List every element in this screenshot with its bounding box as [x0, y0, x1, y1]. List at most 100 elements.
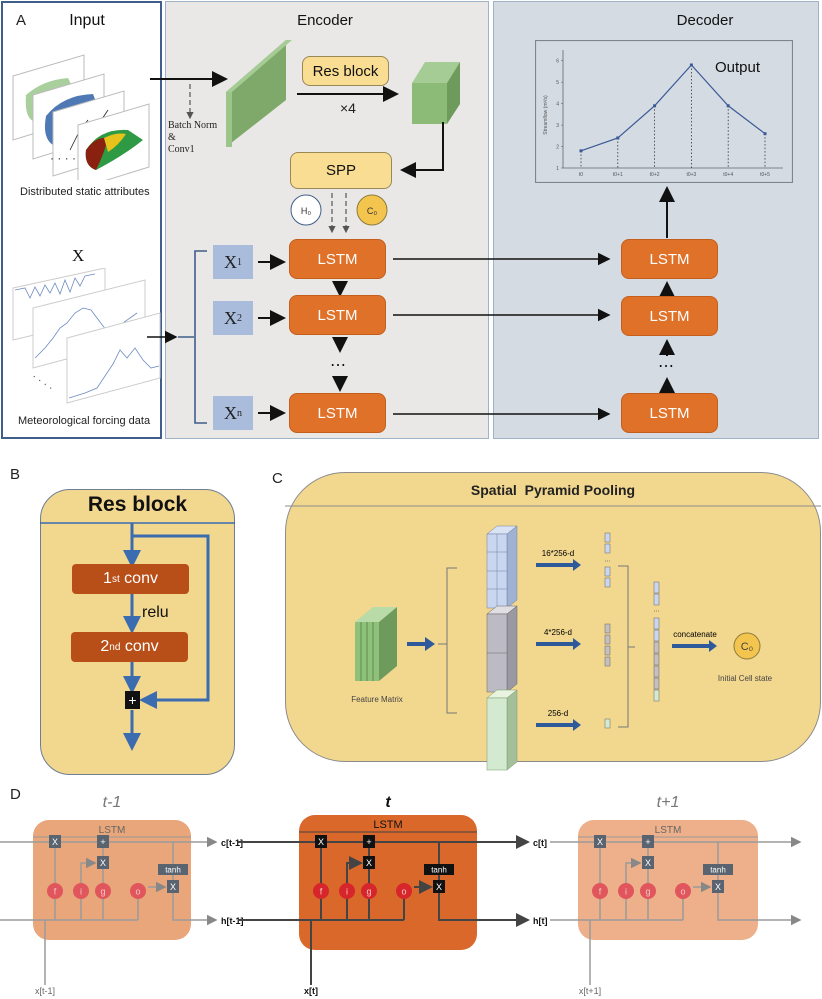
pooled-cell-16 [604, 566, 611, 577]
output-mult-node [167, 880, 179, 893]
concat-cell [653, 641, 660, 654]
gate-o [675, 883, 691, 899]
panel-label-d: D [10, 786, 21, 803]
add-symbol: + [128, 692, 136, 708]
cell-add-node [363, 835, 375, 848]
lstm-cell-title: LSTM [99, 825, 126, 836]
pooled-cell-16 [604, 577, 611, 588]
gate-g [361, 883, 377, 899]
gate-i [73, 883, 89, 899]
lstm-cell-title: LSTM [655, 825, 682, 836]
encoder-title: Encoder [297, 12, 353, 29]
chart-x-tick-label: t0+1 [613, 172, 623, 178]
x-in-label: x[t+1] [579, 986, 601, 996]
pooled-cell-4 [604, 634, 611, 645]
output-mult-node [712, 880, 724, 893]
x-in-label: x[t] [304, 986, 318, 996]
forget-mult-node [49, 835, 61, 848]
chart-x-tick-label: t0 [579, 172, 583, 178]
concat-cell [653, 629, 660, 642]
lstm-cell-title: LSTM [373, 819, 402, 831]
c-out-label: c[t-1] [221, 838, 243, 848]
gate-o [396, 883, 412, 899]
pooled-vectors: ⋯ [604, 532, 611, 729]
cell-add-node-label: + [100, 837, 105, 847]
add-node [125, 691, 140, 709]
chart-x-tick-label: t0+5 [760, 172, 770, 178]
input-gate-arrow [80, 857, 97, 890]
gate-f [592, 883, 608, 899]
concat-cell [653, 581, 660, 594]
spp-diagram: 16*256-d 4*256-d 256-d ⋯ ⋯ concatenate C… [285, 505, 821, 771]
decoder-lstm-1: LSTM [621, 239, 718, 279]
relu-label: relu [142, 604, 169, 621]
res-block-flow: + [40, 522, 235, 751]
chart-data-point [726, 104, 730, 108]
panel-label-b: B [10, 466, 21, 483]
conv-feature-slab [226, 40, 292, 147]
level-arrow-1 [536, 719, 581, 731]
chart-ylabel: Streamflow (m³/s) [543, 95, 549, 135]
encoder-ellipsis: ⋯ [330, 357, 346, 374]
concat-cell [653, 689, 660, 702]
lstm-cell-body [578, 820, 758, 940]
h0-circle [290, 194, 322, 226]
batchnorm-label: Batch Norm & Conv1 [168, 120, 217, 156]
pooled-cell-16 [604, 532, 611, 543]
concat-cell [653, 653, 660, 666]
c0-circle [356, 194, 388, 226]
input-mult-node [642, 856, 654, 869]
output-mult-node-label: X [436, 882, 442, 892]
gate-o [130, 883, 146, 899]
forget-mult-node [594, 835, 606, 848]
forget-mult-node-label: X [318, 837, 324, 847]
pyramid-level-4x4 [486, 525, 518, 609]
gate-f-label: f [54, 887, 57, 897]
concat-ellipsis: ⋯ [654, 609, 660, 615]
forget-mult-node-label: X [597, 837, 603, 847]
forget-mult-node-label: X [52, 837, 58, 847]
h-out-label: h[t] [533, 916, 548, 926]
chart-y-tick-label: 2 [556, 145, 559, 151]
chart-y-tick-label: 5 [556, 80, 559, 86]
chart-data-point [763, 132, 767, 136]
gate-g-label: g [645, 887, 650, 897]
decoder-ellipsis: ⋯ [658, 358, 674, 375]
gate-g-label: g [366, 887, 371, 897]
forcing-caption: Meteorological forcing data [18, 415, 151, 427]
input-mult-node [97, 856, 109, 869]
chart-x-tick-label: t0+2 [650, 172, 660, 178]
concat-cell [653, 617, 660, 630]
pyramid-bracket-left [438, 567, 457, 714]
c-out-label: c[t] [533, 838, 547, 848]
skip-connection-arrow [132, 534, 210, 709]
pooled-cell-1 [604, 718, 611, 729]
level-label-4: 4*256-d [544, 628, 572, 637]
concatenate-arrow [672, 640, 717, 652]
lstm-cell-body [299, 815, 477, 950]
input-mult-node-label: X [100, 858, 106, 868]
pooled-cell-4 [604, 656, 611, 667]
output-mult-node [433, 880, 445, 893]
gate-i [339, 883, 355, 899]
conv1-sup: st [111, 573, 120, 585]
x2-sub: 2 [237, 312, 242, 324]
gate-g [95, 883, 111, 899]
resblock-output-cube [412, 62, 460, 124]
gate-i-label: i [80, 887, 82, 897]
pooled-cell-16 [604, 543, 611, 554]
tanh-node [158, 864, 188, 875]
chart-y-tick-label: 3 [556, 123, 559, 129]
cube-to-spp-arrow [400, 122, 444, 178]
cell-add-node-label: + [366, 837, 371, 847]
level-label-16: 16*256-d [542, 549, 574, 558]
chart-data-point [689, 63, 693, 67]
concat-cell [653, 677, 660, 690]
